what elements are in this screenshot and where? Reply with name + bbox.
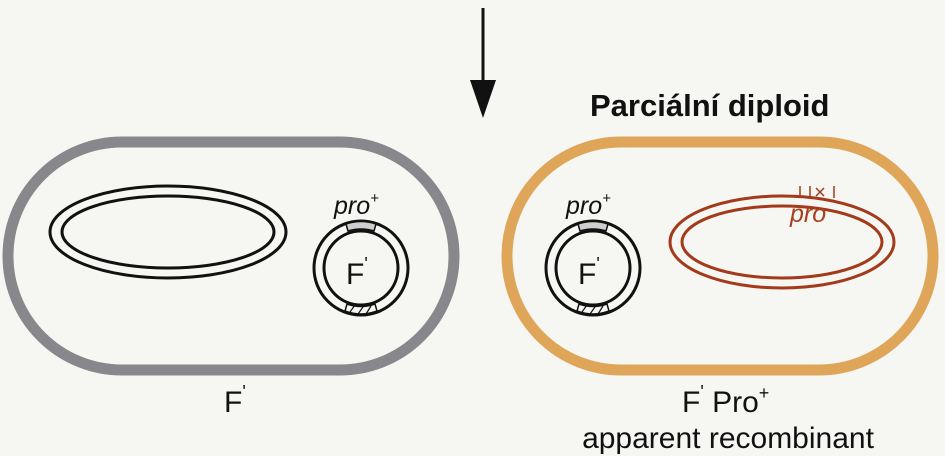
right-cell-membrane [501, 136, 939, 376]
left-hatched-segment [344, 303, 378, 315]
right-cell: pro+ F' pro F' Pro+ apparent recombinant [501, 136, 939, 455]
left-pro-gene-segment [345, 220, 377, 232]
left-cell-membrane [2, 136, 460, 376]
right-plasmid-label: F' [578, 254, 600, 291]
right-f-prime-plasmid [544, 219, 642, 317]
down-arrow-icon [470, 8, 496, 118]
right-chromosome-gene-mark [799, 186, 835, 198]
right-plasmid-gene-label: pro+ [565, 190, 611, 220]
left-plasmid-gene-label: pro+ [333, 190, 379, 220]
right-bacterial-chromosome [668, 186, 896, 290]
diagram-title: Parciální diploid [590, 88, 829, 123]
left-f-prime-plasmid [312, 219, 410, 317]
right-cell-caption-line2: apparent recombinant [582, 422, 875, 455]
right-chromosome-gene-label: pro [789, 200, 826, 228]
right-hatched-segment [576, 303, 610, 315]
left-bacterial-chromosome [48, 184, 288, 280]
right-cell-caption-line1: F' Pro+ [682, 382, 769, 419]
left-cell: pro+ F' F' [2, 136, 460, 419]
right-pro-gene-segment [577, 220, 609, 232]
left-plasmid-label: F' [346, 254, 368, 291]
left-cell-caption: F' [224, 382, 246, 419]
